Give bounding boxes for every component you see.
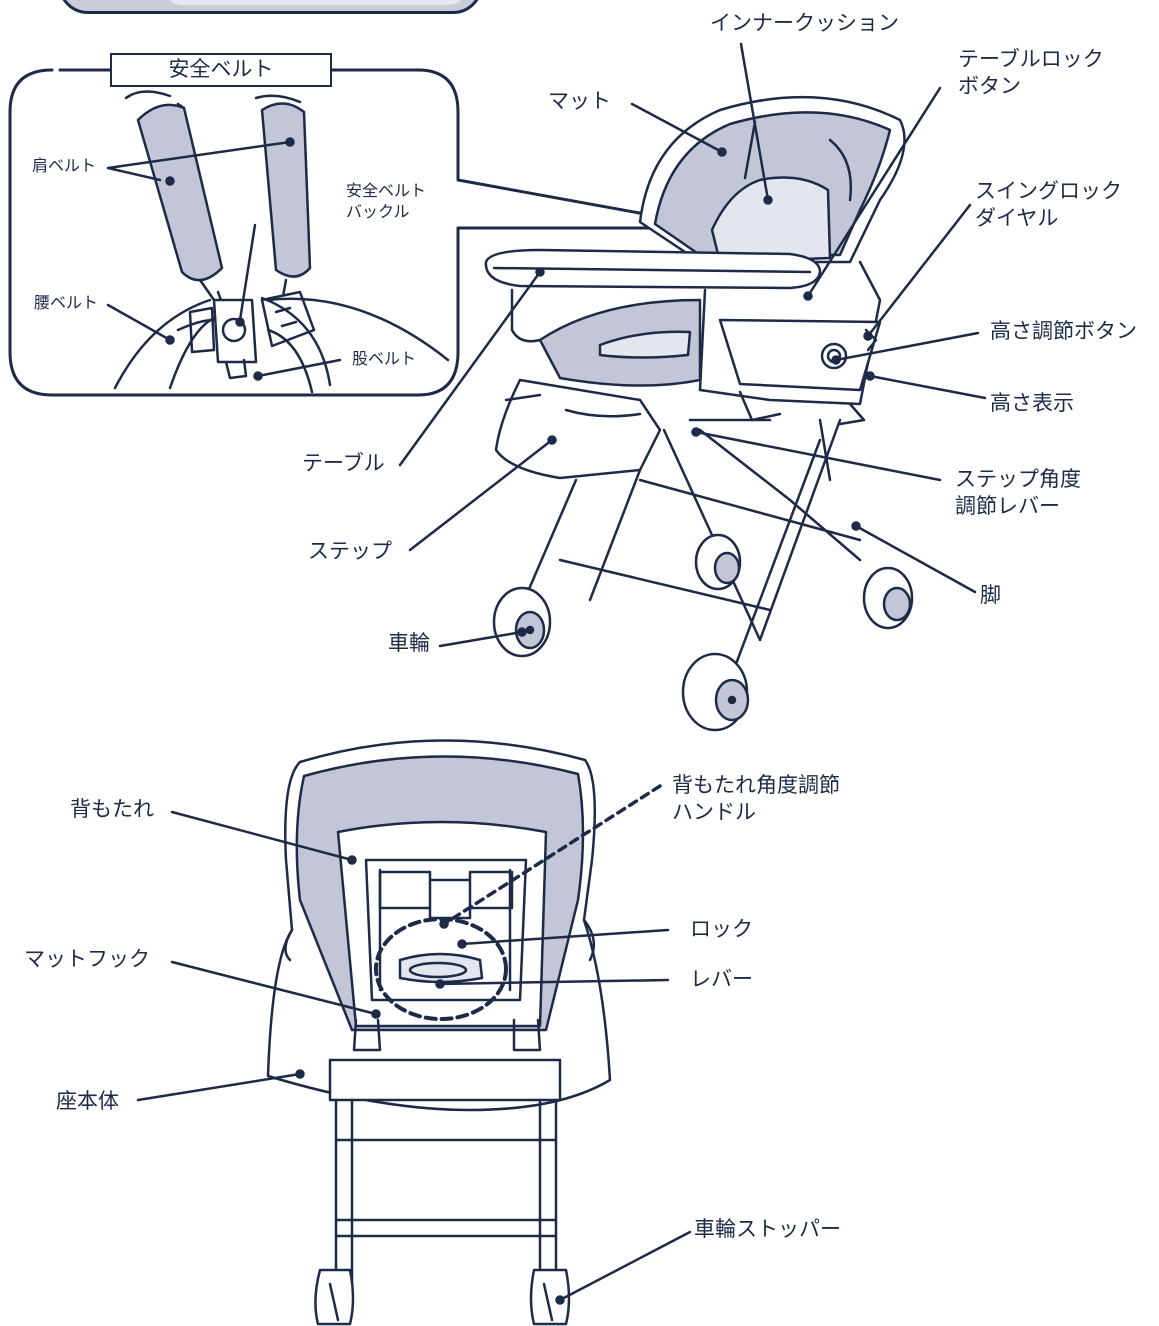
label-step: ステップ bbox=[308, 539, 392, 563]
high-chair-rear-view bbox=[136, 739, 692, 1326]
safety-belt-inset bbox=[8, 68, 724, 397]
label-recline-handle: 背もたれ角度調節 ハンドル bbox=[672, 773, 840, 824]
label-seat-body: 座本体 bbox=[56, 1089, 119, 1113]
label-inner-cushion: インナークッション bbox=[710, 11, 899, 35]
label-crotch-belt: 股ベルト bbox=[352, 349, 417, 368]
label-buckle: 安全ベルト バックル bbox=[346, 181, 427, 221]
high-chair-front-view bbox=[398, 42, 987, 732]
wheel-front-right bbox=[681, 652, 750, 732]
footrest bbox=[494, 378, 662, 480]
label-step-angle-lever: ステップ角度 調節レバー bbox=[955, 467, 1081, 518]
label-mat-hook: マットフック bbox=[24, 947, 150, 971]
label-mat: マット bbox=[548, 89, 611, 113]
label-wheel-stopper: 車輪ストッパー bbox=[694, 1217, 841, 1241]
label-height-display: 高さ表示 bbox=[990, 391, 1074, 415]
inset-title: 安全ベルト bbox=[110, 53, 332, 87]
shoulder-pad-left bbox=[136, 103, 224, 282]
label-leg: 脚 bbox=[980, 583, 1001, 607]
label-lock: ロック bbox=[690, 917, 753, 941]
label-waist-belt: 腰ベルト bbox=[34, 293, 99, 312]
label-swing-lock-dial: スイングロック ダイヤル bbox=[975, 179, 1122, 230]
label-table-lock-button: テーブルロック ボタン bbox=[958, 47, 1104, 98]
label-height-adjust-button: 高さ調節ボタン bbox=[990, 319, 1137, 343]
label-table: テーブル bbox=[302, 451, 385, 475]
label-backrest: 背もたれ bbox=[70, 797, 154, 821]
label-wheel: 車輪 bbox=[388, 631, 430, 655]
label-lever: レバー bbox=[690, 967, 753, 991]
shoulder-pad-right bbox=[260, 102, 312, 278]
buckle-body bbox=[212, 298, 258, 364]
wheel-front-left bbox=[492, 586, 552, 658]
wheel-rear-right bbox=[862, 566, 914, 630]
wheel-rear-left bbox=[694, 533, 742, 591]
label-shoulder-belt: 肩ベルト bbox=[32, 156, 97, 175]
